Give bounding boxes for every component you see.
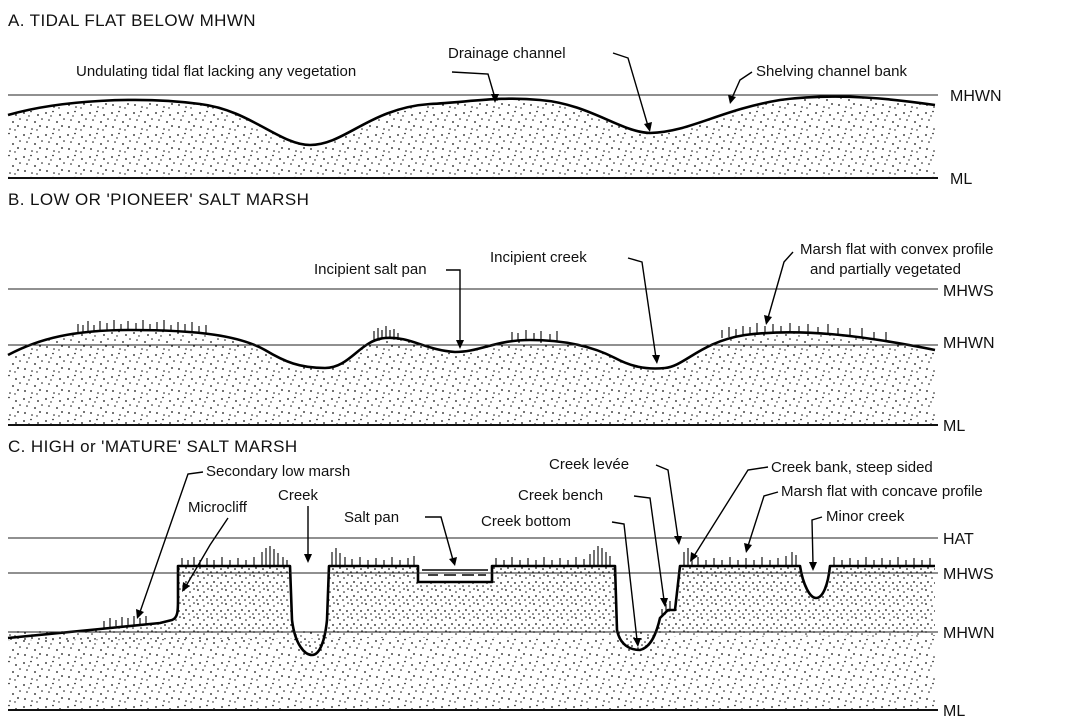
label-creek-bank: Creek bank, steep sided xyxy=(771,459,933,476)
panel-b: B. LOW OR 'PIONEER' SALT MARSH MHWS MHWN… xyxy=(8,190,995,435)
leader-drainage-channel xyxy=(613,53,648,126)
leader-shelving-bank xyxy=(732,72,752,98)
arrowhead-salt-pan xyxy=(449,557,457,566)
leader-creek-levee xyxy=(656,465,678,538)
panel-c-mhws-label: MHWS xyxy=(943,566,994,583)
arrowhead-creek-bank xyxy=(690,552,698,562)
panel-c-ml-label: ML xyxy=(943,703,965,720)
panel-b-sediment xyxy=(8,330,935,425)
leader-minor-creek xyxy=(812,517,822,564)
label-marsh-flat-concave: Marsh flat with concave profile xyxy=(781,483,983,500)
arrowhead-incipient-creek xyxy=(652,355,660,364)
label-marsh-flat-convex-1: Marsh flat with convex profile xyxy=(800,241,993,258)
leader-incipient-creek xyxy=(628,258,656,358)
arrowhead-secondary-low-marsh xyxy=(136,609,144,619)
panel-c: C. HIGH or 'MATURE' SALT MARSH HAT MHWS xyxy=(8,437,995,720)
panel-c-vegetation-flat-4 xyxy=(684,548,796,566)
salt-pan-water xyxy=(420,568,490,580)
panel-b-mhwn-label: MHWN xyxy=(943,335,995,352)
panel-b-ml-label: ML xyxy=(943,418,965,435)
label-marsh-flat-convex-2: and partially vegetated xyxy=(810,261,961,278)
leader-creek-bank xyxy=(694,467,768,556)
label-incipient-salt-pan: Incipient salt pan xyxy=(314,261,427,278)
label-creek: Creek xyxy=(278,487,319,504)
panel-b-title: B. LOW OR 'PIONEER' SALT MARSH xyxy=(8,190,309,209)
panel-a: A. TIDAL FLAT BELOW MHWN MHWN ML Undulat… xyxy=(8,11,1002,188)
panel-c-vegetation-flat-2 xyxy=(332,548,414,566)
leader-marsh-flat-convex xyxy=(768,252,793,318)
panel-c-vegetation-flat-5 xyxy=(834,557,930,566)
panel-b-vegetation-patch-2 xyxy=(374,326,398,340)
panel-a-title: A. TIDAL FLAT BELOW MHWN xyxy=(8,11,256,30)
arrowhead-marsh-flat-concave xyxy=(744,543,752,553)
arrowhead-creek-levee xyxy=(674,536,682,545)
arrowhead-minor-creek xyxy=(809,562,817,571)
label-creek-bottom: Creek bottom xyxy=(481,513,571,530)
label-salt-pan: Salt pan xyxy=(344,509,399,526)
panel-c-mhwn-label: MHWN xyxy=(943,625,995,642)
panel-a-ml-label: ML xyxy=(950,171,972,188)
panel-a-mhwn-label: MHWN xyxy=(950,88,1002,105)
label-secondary-low-marsh: Secondary low marsh xyxy=(206,463,350,480)
leader-incipient-salt-pan xyxy=(446,270,460,343)
label-shelving-channel-bank: Shelving channel bank xyxy=(756,63,907,80)
panel-c-vegetation-flat-1 xyxy=(182,546,287,566)
arrowhead-creek-bench xyxy=(660,598,668,607)
panel-b-mhws-label: MHWS xyxy=(943,283,994,300)
label-minor-creek: Minor creek xyxy=(826,508,905,525)
arrowhead-shelving-bank xyxy=(728,95,736,104)
label-incipient-creek: Incipient creek xyxy=(490,249,587,266)
arrowhead-drainage-channel xyxy=(644,122,652,132)
panel-a-sediment xyxy=(8,97,935,178)
arrowhead-marsh-flat-convex xyxy=(764,315,772,325)
label-undulating-tidal-flat: Undulating tidal flat lacking any vegeta… xyxy=(76,63,356,80)
label-microcliff: Microcliff xyxy=(188,499,248,516)
panel-c-vegetation-flat-3 xyxy=(496,546,610,566)
panel-c-title: C. HIGH or 'MATURE' SALT MARSH xyxy=(8,437,298,456)
arrowhead-creek xyxy=(304,554,312,563)
leader-creek-bench xyxy=(634,496,664,600)
label-creek-bench: Creek bench xyxy=(518,487,603,504)
panel-c-lower-sediment xyxy=(8,630,935,710)
leader-undulating xyxy=(452,72,495,98)
label-drainage-channel: Drainage channel xyxy=(448,45,566,62)
panel-c-hat-label: HAT xyxy=(943,531,974,548)
label-creek-levee: Creek levée xyxy=(549,456,629,473)
